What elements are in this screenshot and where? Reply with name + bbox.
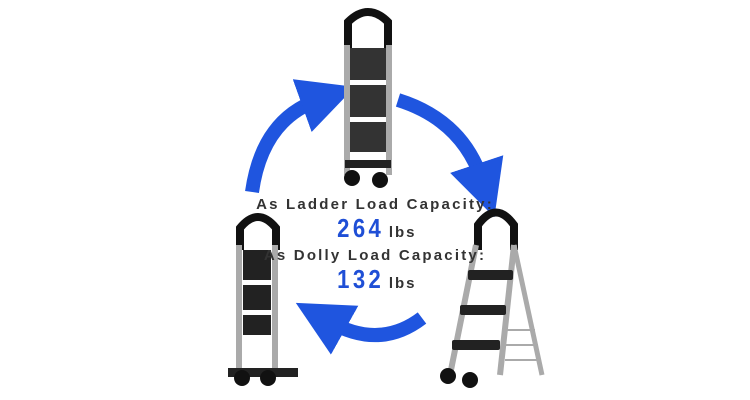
- cycle-arrow-left: [245, 79, 355, 194]
- dolly-image: [228, 213, 298, 386]
- ladder-capacity-value: 264: [337, 213, 385, 243]
- cycle-arrow-right: [395, 93, 504, 218]
- dolly-capacity-label: As Dolly Load Capacity:: [263, 247, 487, 264]
- cycle-arrow-bottom: [295, 302, 427, 355]
- dolly-capacity-unit: lbs: [388, 275, 417, 292]
- dolly-capacity-value: 132: [337, 264, 385, 294]
- open-ladder-image: [440, 208, 545, 388]
- ladder-capacity-label: As Ladder Load Capacity:: [256, 196, 494, 213]
- folded-ladder-image: [344, 8, 392, 188]
- ladder-capacity-unit: lbs: [388, 224, 417, 241]
